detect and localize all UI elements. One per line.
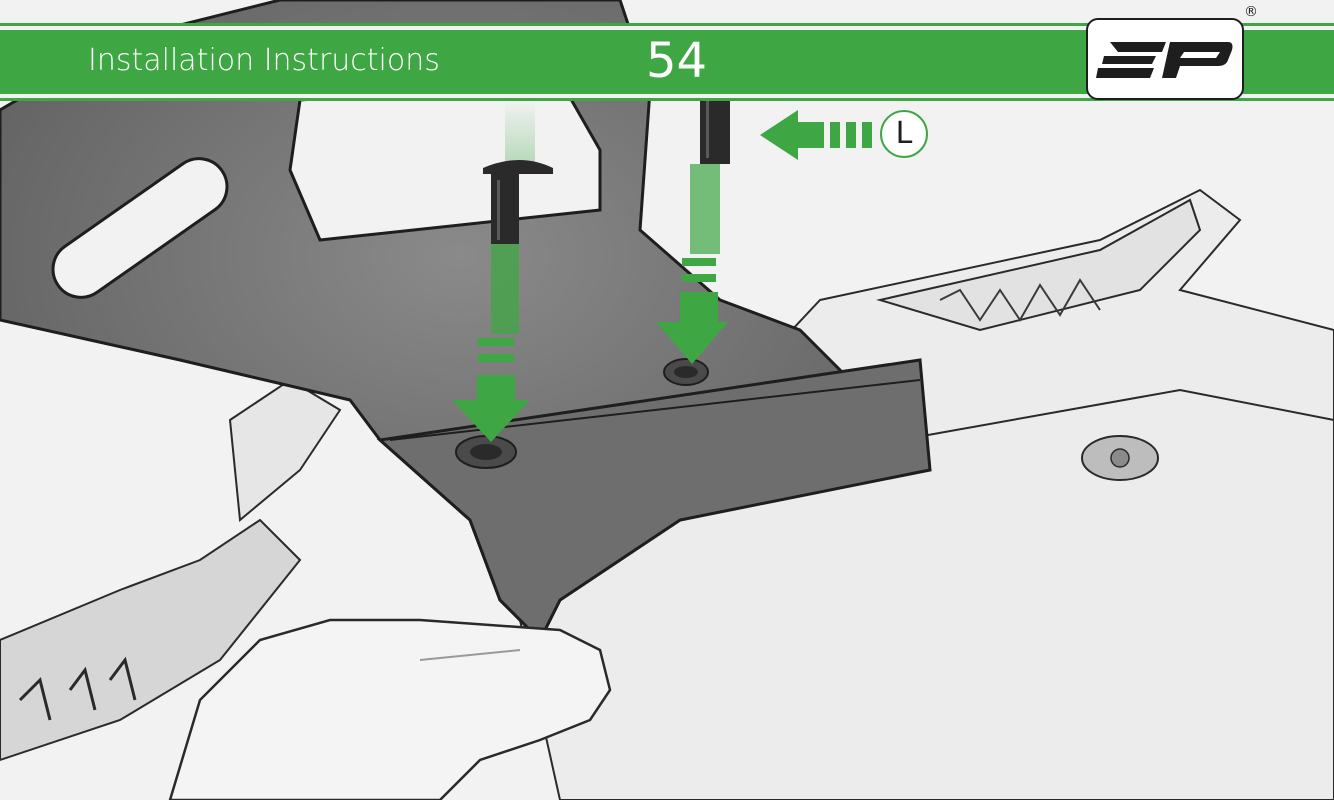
- page-title: Installation Instructions: [88, 41, 440, 81]
- step-number: 54: [646, 33, 707, 89]
- ep-logo-icon: [1096, 34, 1234, 86]
- side-label-badge: L: [880, 110, 928, 158]
- brand-logo: [1086, 18, 1244, 100]
- arrow-left-icon: [760, 110, 880, 160]
- registered-mark: ®: [1244, 4, 1258, 20]
- screw-icon: [682, 79, 745, 282]
- hand-icon: [170, 620, 610, 800]
